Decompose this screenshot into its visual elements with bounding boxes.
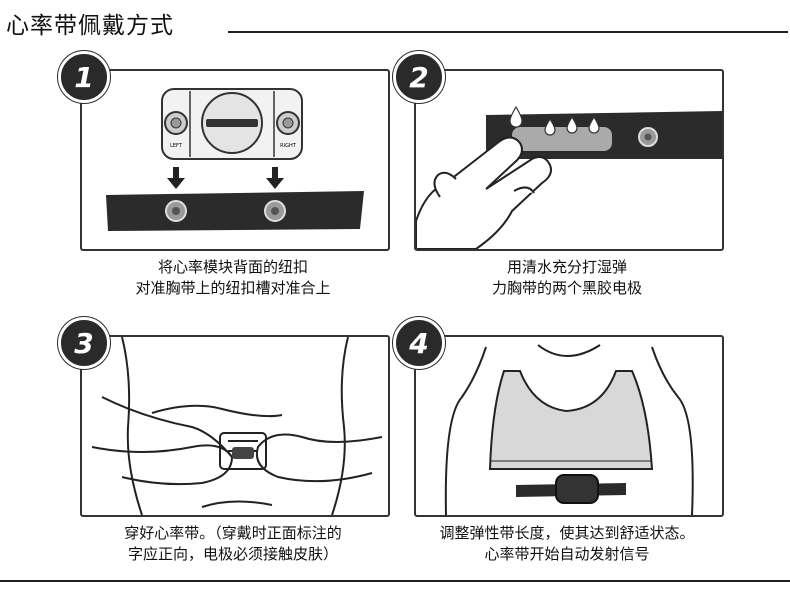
water-drop-icon — [509, 105, 600, 136]
step-4-illustration — [444, 344, 694, 515]
step-2-caption: 用清水充分打湿弹 力胸带的两个黑胶电极 — [491, 258, 642, 297]
step-4-panel — [414, 335, 724, 517]
bottom-divider — [0, 580, 790, 582]
step-3-badge: 3 — [58, 317, 110, 369]
step-3-caption: 穿好心率带。（穿戴时正面标注的 字应正向，电极必须接触皮肤） — [124, 524, 342, 563]
step-1-illustration: LEFT RIGHT — [106, 88, 364, 231]
step-1-caption: 将心率模块背面的纽扣 对准胸带上的纽扣槽对准合上 — [135, 258, 331, 297]
step-4-caption: 调整弹性带长度，使其达到舒适状态。 心率带开始自动发射信号 — [439, 524, 695, 563]
title-underline — [228, 31, 788, 33]
step-2-panel — [414, 69, 724, 251]
left-label: LEFT — [170, 143, 183, 149]
step-2-illustration — [416, 105, 722, 249]
step-3-panel — [80, 335, 390, 517]
hr-module — [555, 474, 599, 504]
arrow-down-icon — [266, 167, 284, 189]
hand-icon — [416, 136, 552, 249]
page-title: 心率带佩戴方式 — [6, 13, 174, 39]
torso-outline — [444, 344, 694, 515]
torso-hands-drawing — [91, 337, 383, 515]
chest-strap — [106, 191, 364, 231]
hr-module — [232, 447, 254, 459]
step-2-badge: 2 — [393, 51, 445, 103]
right-label: RIGHT — [280, 143, 297, 149]
sports-bra — [488, 370, 654, 470]
step-1-badge: 1 — [58, 51, 110, 103]
step-1-panel: LEFT RIGHT — [80, 69, 390, 251]
arrow-down-icon — [167, 167, 185, 189]
electrode-pad — [512, 127, 612, 151]
step-3-illustration — [91, 337, 383, 515]
step-4-badge: 4 — [393, 317, 445, 369]
